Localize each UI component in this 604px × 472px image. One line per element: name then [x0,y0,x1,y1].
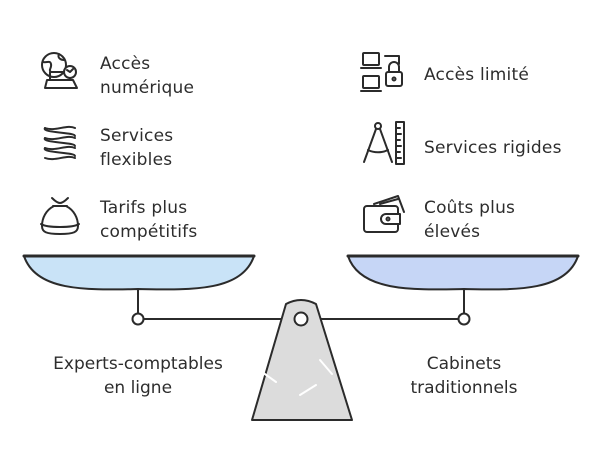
right-pan [347,255,579,291]
left-item-competitive-rates: Tarifs plus compétitifs [100,198,198,242]
scale-base [251,299,353,421]
left-pivot [131,312,145,326]
money-bag-icon [40,197,80,235]
right-item-rigid-services: Services rigides [424,138,562,158]
right-item-limited-access: Accès limité [424,65,529,85]
right-caption: Cabinets traditionnels [410,354,518,398]
right-item-higher-costs: Coûts plus élevés [424,198,516,242]
left-item-flexible-services: Services flexibles [100,126,174,170]
compass-ruler-icon [363,121,405,165]
globe-laptop-icon [41,52,78,89]
left-pan [23,255,255,291]
spring-coil-icon [43,125,76,161]
fulcrum-hole [293,311,309,327]
right-pivot [457,312,471,326]
left-item-digital-access: Accès numérique [100,54,195,98]
left-caption: Experts-comptables en ligne [53,354,223,398]
wallet-cash-icon [363,195,405,233]
locked-computers-icon [360,52,403,92]
